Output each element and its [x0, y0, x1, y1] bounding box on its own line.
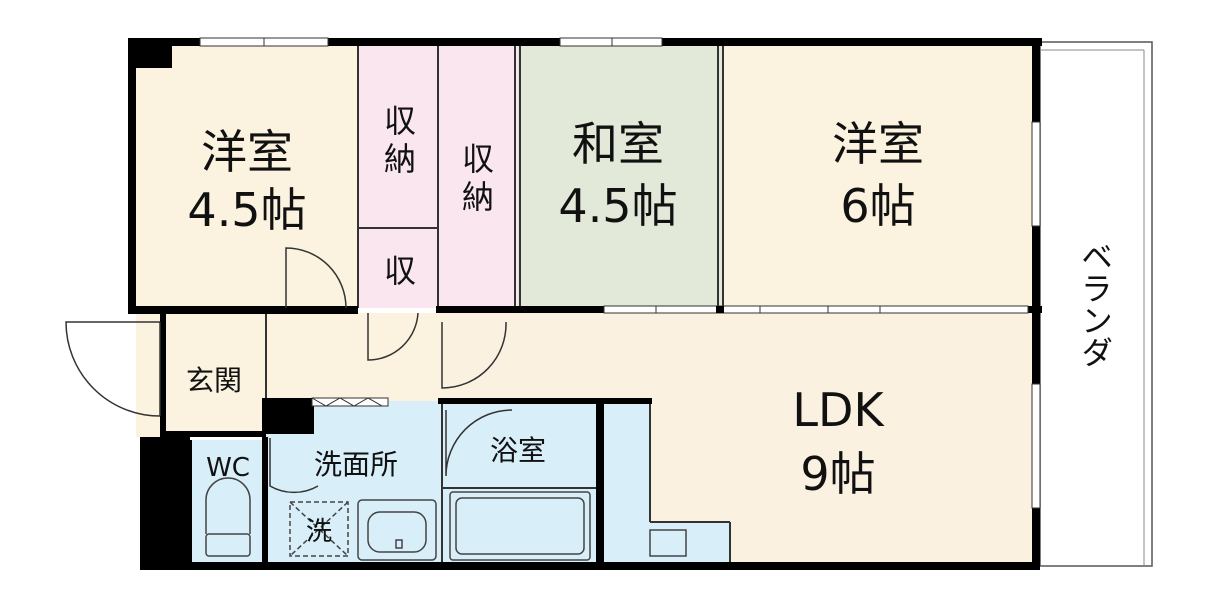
storage-small-name: 収	[384, 252, 416, 290]
room-japanese	[518, 42, 722, 308]
room-storage-small	[358, 228, 438, 308]
storage-2-line2: 納	[462, 178, 494, 216]
kitchen-counter	[602, 401, 730, 566]
storage-2-line1: 収	[462, 140, 494, 178]
storage-1-line1: 収	[384, 102, 416, 140]
doors	[65, 247, 513, 494]
bath-name: 浴室	[490, 434, 546, 467]
wc-name: WC	[206, 453, 250, 483]
ldk-name: LDK	[792, 383, 885, 437]
room-western-small	[136, 42, 358, 313]
japanese-size: 4.5帖	[558, 179, 677, 233]
entrance-name: 玄関	[186, 364, 242, 397]
washer-label: 洗	[306, 517, 332, 547]
room-storage-1	[358, 42, 438, 228]
balcony	[1039, 41, 1153, 567]
japanese-name: 和室	[572, 117, 664, 171]
balcony-label: ベランダ	[1076, 240, 1114, 368]
western-small-name: 洋室	[201, 125, 293, 179]
western-small-size: 4.5帖	[187, 183, 306, 237]
room-wc	[190, 440, 266, 566]
room-bath	[442, 401, 596, 566]
room-storage-2	[438, 42, 518, 308]
room-western-large	[722, 42, 1040, 308]
western-large-name: 洋室	[832, 117, 924, 171]
ldk-size: 9帖	[800, 447, 875, 501]
western-large-size: 6帖	[840, 179, 915, 233]
storage-1-line2: 納	[384, 140, 416, 178]
washroom-name: 洗面所	[314, 448, 398, 481]
hallway	[266, 313, 442, 401]
fixtures	[205, 477, 687, 561]
